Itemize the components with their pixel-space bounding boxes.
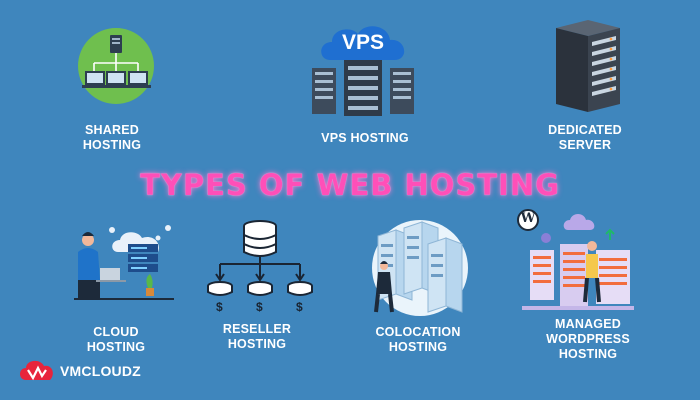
datacenter-person-icon bbox=[372, 220, 468, 316]
dedicated-server-label: DEDICATED SERVER bbox=[548, 123, 622, 152]
brand-logo: VMCLOUDZ bbox=[16, 358, 141, 384]
reseller-hosting-label: RESELLER HOSTING bbox=[222, 322, 292, 351]
server-rack-icon bbox=[556, 20, 620, 112]
shared-network-icon bbox=[78, 28, 154, 104]
vps-badge: VPS bbox=[341, 31, 385, 54]
wordpress-logo-icon: W bbox=[520, 211, 536, 226]
vps-cloud-servers-icon bbox=[312, 26, 414, 116]
svg-text:$: $ bbox=[256, 300, 263, 312]
cloud-user-laptop-icon bbox=[74, 225, 174, 300]
brand-name: VMCLOUDZ bbox=[60, 363, 141, 379]
wordpress-servers-icon bbox=[517, 209, 634, 310]
managed-wordpress-hosting-label: MANAGED WORDPRESS HOSTING bbox=[546, 317, 630, 361]
cloud-hosting-label: CLOUD HOSTING bbox=[86, 325, 146, 354]
svg-text:$: $ bbox=[296, 300, 303, 312]
vmcloudz-logo-icon bbox=[20, 360, 53, 381]
vps-hosting-label: VPS HOSTING bbox=[321, 131, 409, 145]
page-title: TYPES OF WEB HOSTING bbox=[140, 168, 560, 202]
svg-text:$: $ bbox=[216, 300, 223, 312]
shared-hosting-label: SHARED HOSTING bbox=[82, 123, 142, 152]
colocation-hosting-label: COLOCATION HOSTING bbox=[375, 325, 461, 354]
database-dollar-icon: $ $ $ bbox=[207, 220, 313, 312]
